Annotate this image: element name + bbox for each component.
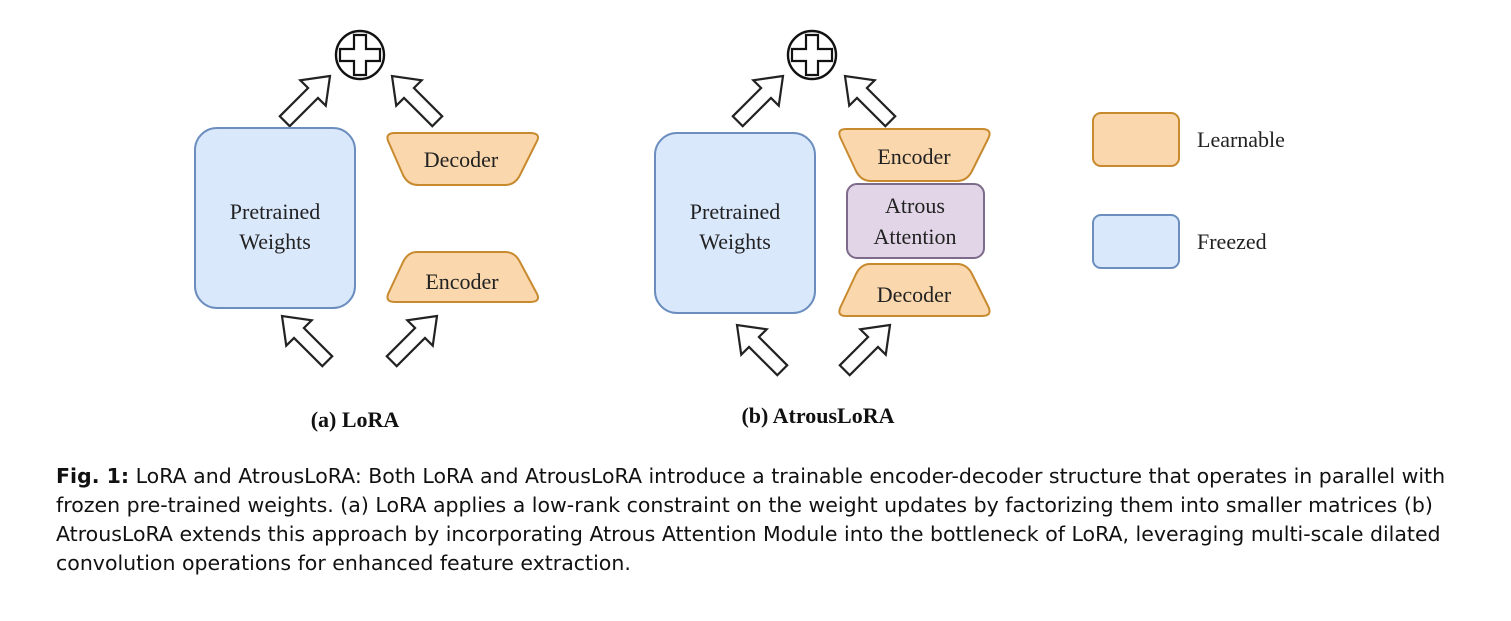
- hollow-arrow-icon: [268, 302, 342, 376]
- legend-freezed-label: Freezed: [1197, 229, 1267, 254]
- encoder-box: [386, 251, 539, 303]
- hollow-arrow-icon: [270, 62, 344, 136]
- pretrained-weights-label-line1: Pretrained: [690, 199, 780, 224]
- lora-diagram: Pretrained Weights Decoder Encoder (a) L…: [194, 29, 539, 432]
- pretrained-weights-label-line2: Weights: [699, 229, 771, 254]
- pretrained-weights-box: [654, 132, 816, 314]
- figure-label: Fig. 1:: [56, 464, 130, 488]
- hollow-arrow-icon: [831, 62, 905, 136]
- legend: Learnable Freezed: [1092, 112, 1285, 269]
- plus-circle-icon: [334, 29, 386, 81]
- encoder-label: Encoder: [425, 269, 499, 294]
- hollow-arrow-icon: [723, 62, 797, 136]
- decoder-box: [838, 263, 991, 317]
- atrouslora-diagram: Pretrained Weights Encoder Atrous Attent…: [654, 29, 991, 428]
- plus-circle-icon: [786, 29, 838, 81]
- decoder-box: [386, 132, 539, 186]
- hollow-arrow-icon: [723, 311, 797, 385]
- pretrained-weights-label-line1: Pretrained: [230, 199, 320, 224]
- hollow-arrow-icon: [377, 302, 451, 376]
- atrous-attention-box: [846, 183, 985, 259]
- atrous-attention-label-line2: Attention: [873, 224, 956, 249]
- encoder-box: [838, 128, 991, 182]
- pretrained-weights-label-line2: Weights: [239, 229, 311, 254]
- hollow-arrow-icon: [378, 62, 452, 136]
- architecture-diagram: Pretrained Weights Decoder Encoder (a) L…: [194, 29, 1285, 432]
- hollow-arrow-icon: [830, 311, 904, 385]
- pretrained-weights-box: [194, 127, 356, 309]
- legend-freezed-swatch: [1092, 214, 1180, 269]
- figure-caption: Fig. 1: LoRA and AtrousLoRA: Both LoRA a…: [56, 462, 1476, 578]
- caption-text: LoRA and AtrousLoRA: Both LoRA and Atrou…: [56, 464, 1446, 575]
- decoder-label: Decoder: [877, 282, 952, 307]
- encoder-label: Encoder: [877, 144, 951, 169]
- atrouslora-subcaption: (b) AtrousLoRA: [741, 403, 894, 428]
- decoder-label: Decoder: [424, 147, 499, 172]
- legend-learnable-label: Learnable: [1197, 127, 1285, 152]
- lora-subcaption: (a) LoRA: [311, 407, 400, 432]
- legend-learnable-swatch: [1092, 112, 1180, 167]
- atrous-attention-label-line1: Atrous: [885, 193, 945, 218]
